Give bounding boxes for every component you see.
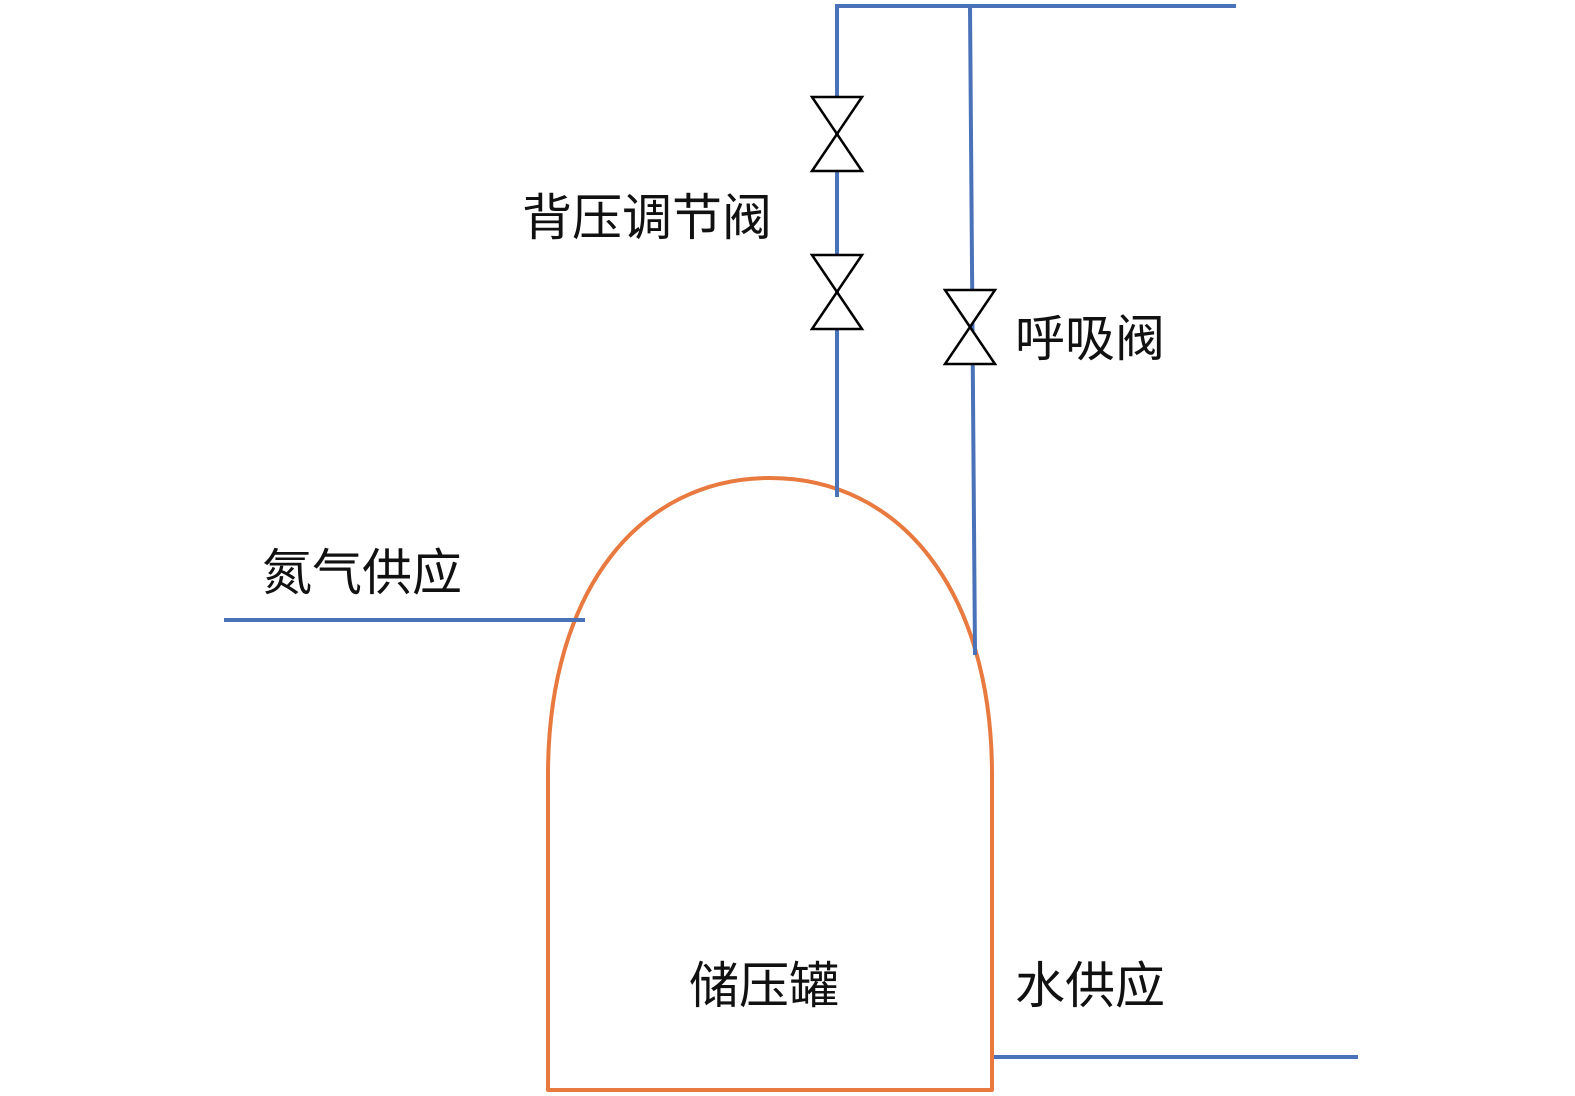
back-pressure-valve-label: 背压调节阀 (522, 189, 772, 247)
valve-icon (942, 288, 998, 330)
water-supply-label: 水供应 (1015, 957, 1165, 1015)
back-pressure-valve-lower (809, 253, 865, 331)
valve-icon (809, 95, 865, 137)
pipes (224, 4, 1358, 1059)
breather-valve-label: 呼吸阀 (1015, 310, 1165, 368)
back-pressure-valve-upper (809, 95, 865, 173)
valve-icon (809, 131, 865, 173)
valve-icon (942, 324, 998, 366)
valve-icon (809, 253, 865, 295)
breather-valve (942, 288, 998, 366)
nitrogen-supply-label: 氮气供应 (262, 544, 462, 602)
valve-icon (809, 289, 865, 331)
pressure-tank-label: 储压罐 (689, 957, 839, 1015)
